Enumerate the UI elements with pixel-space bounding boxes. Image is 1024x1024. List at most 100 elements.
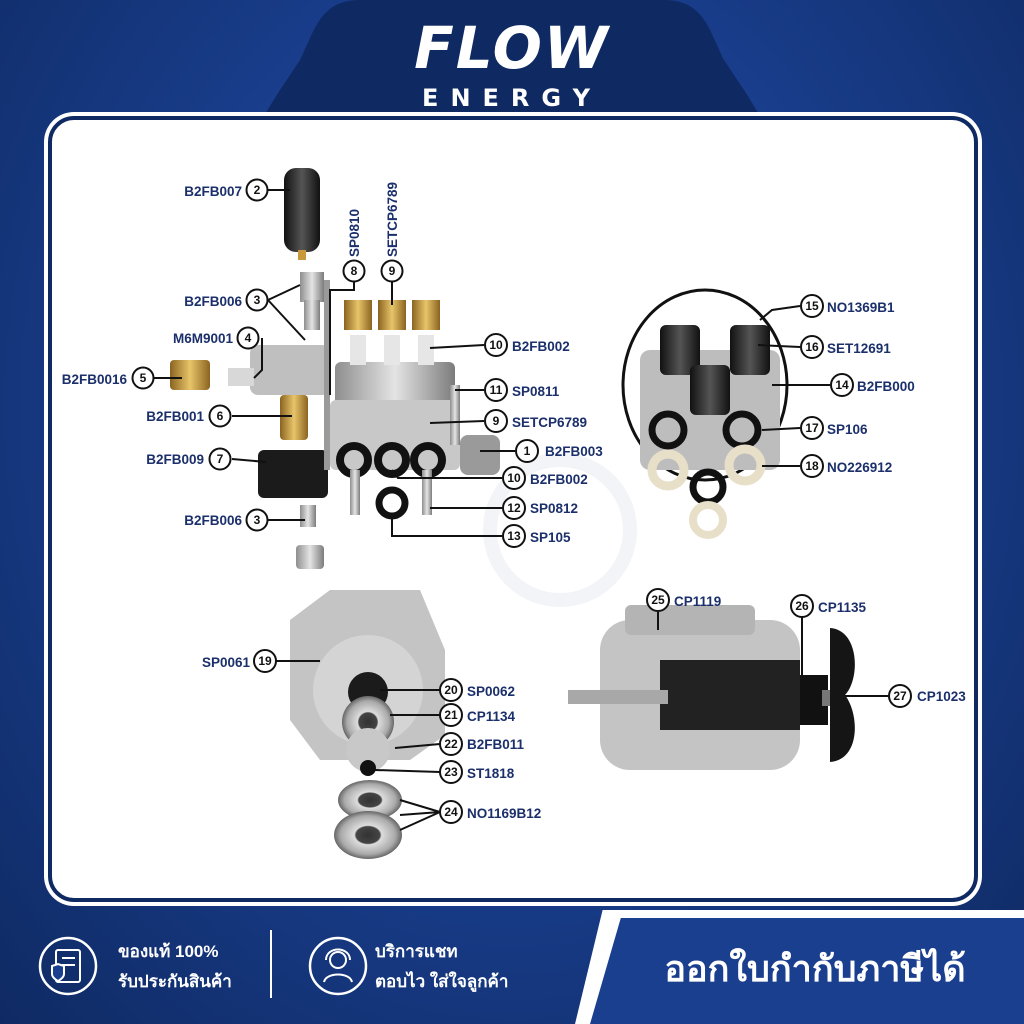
callout-p10b: 10 B2FB002 xyxy=(502,466,588,490)
callout-number: 14 xyxy=(835,378,849,392)
part-code: ST1818 xyxy=(467,766,515,781)
certificate-icon xyxy=(38,936,98,996)
footer-icons xyxy=(38,936,368,996)
callout-p4: 4 M6M9001 xyxy=(173,326,260,350)
part-code: B2FB007 xyxy=(184,184,242,199)
part-code: SETCP6789 xyxy=(512,415,587,430)
callout-p9a: 9 SETCP6789 xyxy=(380,182,404,283)
part-code: B2FB011 xyxy=(467,737,525,752)
invoice-ribbon xyxy=(590,918,1024,1024)
callout-number: 1 xyxy=(524,444,531,458)
callout-p18: 18 NO226912 xyxy=(800,454,892,478)
genuine-line-1: ของแท้ 100% xyxy=(118,942,219,961)
callout-number: 9 xyxy=(493,414,500,428)
part-code: NO226912 xyxy=(827,460,892,475)
part-code: NO1369B1 xyxy=(827,300,895,315)
crank-housing-illustration xyxy=(290,590,445,859)
part-code: CP1135 xyxy=(818,600,867,615)
callout-number: 10 xyxy=(507,471,521,485)
callout-number: 24 xyxy=(444,805,458,819)
callout-number: 19 xyxy=(258,654,272,668)
callout-p3b: 3 B2FB006 xyxy=(184,508,269,532)
callout-number: 21 xyxy=(444,708,458,722)
callout-p2: 2 B2FB007 xyxy=(184,178,269,202)
callout-p26: 26 CP1135 xyxy=(790,594,867,618)
callout-p19: 19 SP0061 xyxy=(202,649,277,673)
callout-number: 16 xyxy=(805,340,819,354)
callout-p5: 5 B2FB0016 xyxy=(62,366,155,390)
callout-p11: 11 SP0811 xyxy=(484,378,560,402)
part-code: CP1023 xyxy=(917,689,966,704)
callout-number: 12 xyxy=(507,501,521,515)
callout-p16: 16 SET12691 xyxy=(800,335,891,359)
genuine-guarantee-text: ของแท้ 100% รับประกันสินค้า xyxy=(118,937,232,997)
part-code: SP0061 xyxy=(202,655,251,670)
chat-service-text: บริการแชท ตอบไว ใส่ใจลูกค้า xyxy=(375,937,508,997)
part-code: M6M9001 xyxy=(173,331,234,346)
part-code: SP0062 xyxy=(467,684,515,699)
callout-p9b: 9 SETCP6789 xyxy=(484,409,587,433)
callout-p8: 8 SP0810 xyxy=(342,209,366,283)
callout-p12: 12 SP0812 xyxy=(502,496,578,520)
callout-number: 20 xyxy=(444,683,458,697)
part-code: SP0811 xyxy=(512,384,560,399)
callout-p6: 6 B2FB001 xyxy=(146,404,232,428)
support-headset-icon xyxy=(308,936,368,996)
callout-number: 26 xyxy=(795,599,809,613)
callout-p24: 24 NO1169B12 xyxy=(439,800,541,824)
chat-line-1: บริการแชท xyxy=(375,942,458,961)
genuine-line-2: รับประกันสินค้า xyxy=(118,972,232,991)
callout-number: 27 xyxy=(893,689,907,703)
part-code: B2FB001 xyxy=(146,409,204,424)
brand-tab xyxy=(215,0,809,150)
invoice-text: ออกใบกำกับภาษีได้ xyxy=(664,948,966,989)
callout-p1: 1 B2FB003 xyxy=(515,439,603,463)
callout-p25: 25 CP1119 xyxy=(646,588,721,612)
callout-p3a: 3 B2FB006 xyxy=(184,288,269,312)
part-code: NO1169B12 xyxy=(467,806,541,821)
footer-divider xyxy=(270,930,272,998)
brand-logo-text: FLOW xyxy=(414,14,610,82)
callout-number: 18 xyxy=(805,459,819,473)
callout-number: 25 xyxy=(651,593,665,607)
part-code: SP105 xyxy=(530,530,571,545)
callout-p15: 15 NO1369B1 xyxy=(800,294,895,318)
callout-p17: 17 SP106 xyxy=(800,416,868,440)
motor-illustration xyxy=(568,605,855,770)
leader-lines xyxy=(154,189,888,831)
callout-number: 22 xyxy=(444,737,458,751)
callout-p14: 14 B2FB000 xyxy=(830,373,915,397)
callout-p27: 27 CP1023 xyxy=(888,684,966,708)
brand-tagline: ENERGY xyxy=(422,84,602,112)
part-code: B2FB002 xyxy=(530,472,588,487)
part-code: SET12691 xyxy=(827,341,891,356)
callout-number: 13 xyxy=(507,529,521,543)
callout-number: 6 xyxy=(217,409,224,423)
part-code: B2FB009 xyxy=(146,452,204,467)
part-code: SP106 xyxy=(827,422,868,437)
callout-number: 5 xyxy=(140,371,147,385)
part-code: SP0812 xyxy=(530,501,578,516)
chat-line-2: ตอบไว ใส่ใจลูกค้า xyxy=(375,972,509,991)
callout-number: 10 xyxy=(489,338,503,352)
part-code: SP0810 xyxy=(347,209,362,257)
valve-group-illustration xyxy=(621,288,789,539)
callout-p22: 22 B2FB011 xyxy=(439,732,525,756)
part-code: B2FB003 xyxy=(545,444,603,459)
callout-number: 11 xyxy=(490,383,503,397)
pump-head-illustration xyxy=(170,168,500,569)
part-code: B2FB002 xyxy=(512,339,570,354)
callout-p10a: 10 B2FB002 xyxy=(484,333,570,357)
callout-number: 7 xyxy=(217,452,224,466)
part-code: B2FB0016 xyxy=(62,372,128,387)
callout-p23: 23 ST1818 xyxy=(439,760,515,784)
callout-p21: 21 CP1134 xyxy=(439,703,516,727)
part-code: B2FB006 xyxy=(184,513,242,528)
callout-number: 3 xyxy=(254,513,261,527)
callout-number: 8 xyxy=(351,264,358,278)
callout-number: 9 xyxy=(389,264,396,278)
callout-number: 17 xyxy=(805,421,819,435)
callout-p20: 20 SP0062 xyxy=(439,678,515,702)
part-code: B2FB006 xyxy=(184,294,242,309)
